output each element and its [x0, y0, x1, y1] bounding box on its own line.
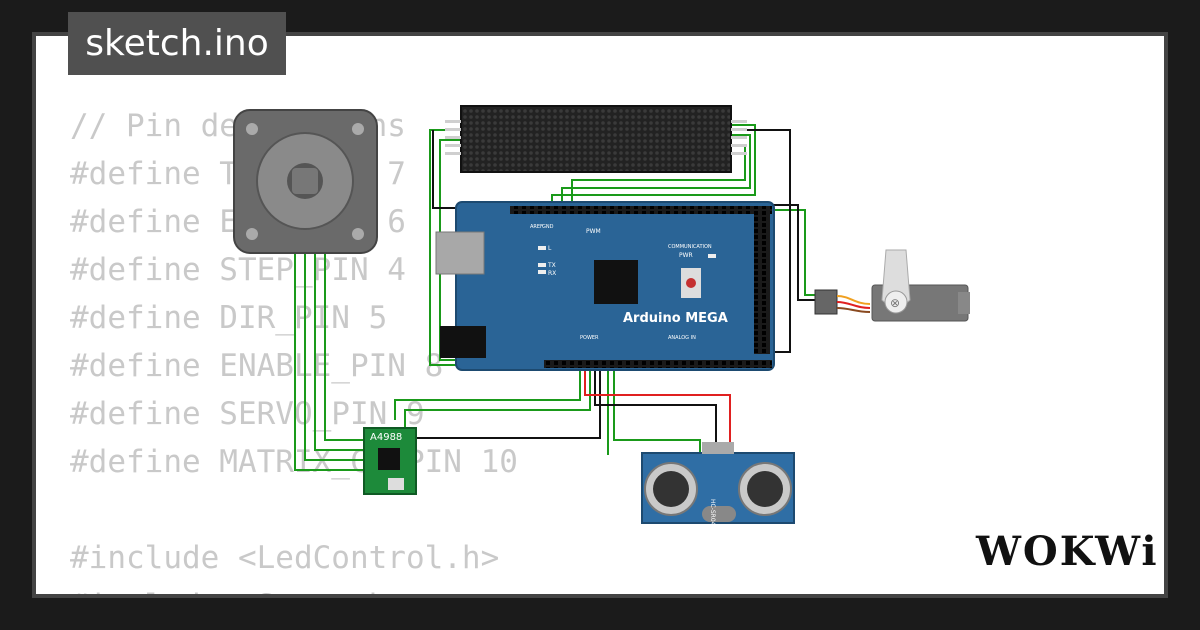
ultrasonic-sensor-icon[interactable]: HC-SR04 [641, 442, 795, 526]
power-label: POWER [580, 335, 599, 341]
gnd-label: GND [542, 224, 554, 230]
a4988-driver[interactable]: A4988 [363, 427, 417, 495]
wokwi-logo: WOKWi [976, 528, 1159, 575]
servo-icon[interactable]: ⊗ [814, 249, 970, 322]
file-tab[interactable]: sketch.ino [68, 12, 286, 75]
code-line-5: #define DIR_PIN 5 [70, 300, 388, 336]
code-line-8: #define MATRIX_CS_PIN 10 [70, 444, 518, 480]
svg-text:⊗: ⊗ [890, 296, 900, 310]
stepper-motor-icon[interactable] [233, 109, 378, 254]
led-rx-label: RX [548, 270, 556, 277]
communication-label: COMMUNICATION [668, 244, 712, 250]
code-line-7: #define SERVO_PIN 9 [70, 396, 425, 432]
led-l-label: L [548, 245, 552, 252]
code-line-10: #include <LedControl.h> [70, 540, 500, 576]
wires-red [584, 360, 731, 455]
code-line-4: #define STEP_PIN 4 [70, 252, 406, 288]
code-line-11: #include <Servo.h> [70, 582, 518, 594]
pwr-label: PWR [679, 252, 693, 259]
pwm-label: PWM [586, 228, 601, 235]
led-matrix-icon[interactable] [445, 105, 747, 173]
board-name: Arduino MEGA [623, 311, 728, 326]
arduino-mega-board[interactable]: L TX RX PWR PWM COMMUNICATION POWER ANAL… [435, 201, 775, 371]
wires-black [415, 129, 815, 455]
driver-label: A4988 [370, 432, 402, 443]
led-tx-label: TX [547, 262, 556, 269]
aref-label: AREF [530, 224, 543, 230]
sensor-label: HC-SR04 [709, 499, 716, 526]
analog-in-label: ANALOG IN [668, 335, 696, 341]
